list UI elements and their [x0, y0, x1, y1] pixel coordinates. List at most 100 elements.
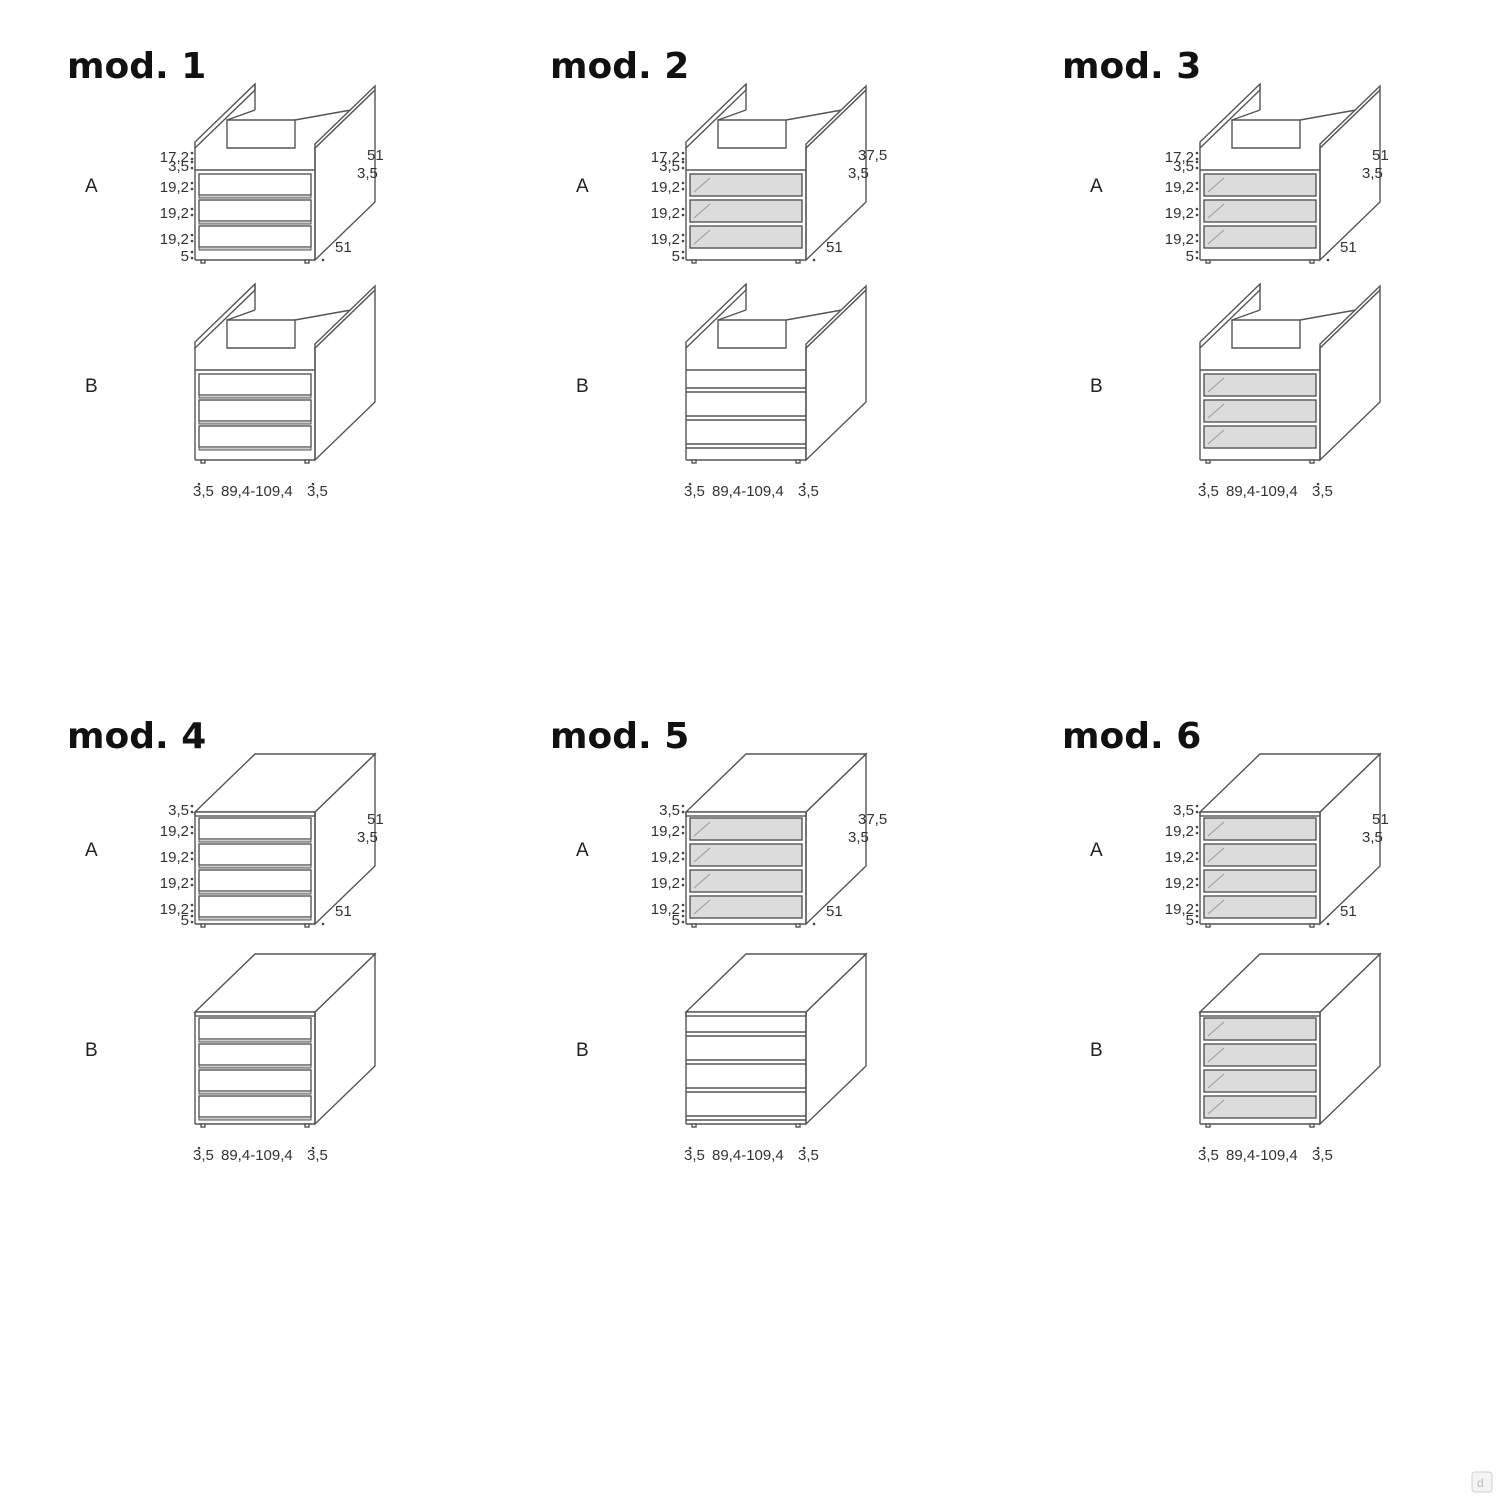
drawer-handle	[198, 1038, 312, 1043]
glass-reflection	[1207, 873, 1225, 889]
drawer-handle	[198, 220, 312, 225]
dim-tick	[1195, 213, 1199, 217]
dim-label-height: 5	[181, 248, 189, 265]
dim-tick	[681, 914, 685, 918]
dim-tick	[1195, 825, 1199, 829]
drawer-front	[198, 895, 312, 918]
glass-drawer	[689, 869, 803, 893]
glass-drawer	[1203, 1043, 1317, 1067]
dim-tick	[1195, 903, 1199, 907]
dim-label-thickness: 3,5	[1362, 165, 1383, 182]
dim-tick	[311, 1146, 315, 1150]
row-label-b: B	[1090, 376, 1103, 397]
dim-tick	[681, 250, 685, 254]
drawer-front	[198, 843, 312, 866]
dim-tick	[190, 877, 194, 881]
dim-label-depth: 37,5	[858, 147, 887, 164]
drawer-handle	[198, 246, 312, 251]
dim-label-thickness: 3,5	[848, 165, 869, 182]
dim-label-height: 19,2	[651, 823, 680, 840]
foot	[200, 1123, 206, 1128]
dim-label-height: 19,2	[651, 901, 680, 918]
foot	[1309, 259, 1315, 264]
dim-tick	[1195, 166, 1199, 170]
dim-tick	[1195, 157, 1199, 161]
dim-label-height: 17,2	[160, 149, 189, 166]
right-upright-top	[1319, 284, 1381, 350]
model-title: mod. 6	[1062, 716, 1201, 757]
back-panel	[226, 119, 296, 149]
drawer-handle	[198, 1064, 312, 1069]
dim-tick	[681, 157, 685, 161]
glass-drawer	[1203, 373, 1317, 397]
model-title: mod. 1	[67, 46, 206, 87]
glass-drawer	[1203, 425, 1317, 449]
dim-label-height: 3,5	[168, 158, 189, 175]
foot	[691, 923, 697, 928]
dim-tick	[1195, 857, 1199, 861]
drawer-front	[198, 1017, 312, 1040]
dim-label-height: 19,2	[1165, 231, 1194, 248]
drawer-handle	[198, 916, 312, 921]
right-upright-top	[805, 84, 867, 150]
back-edge	[294, 309, 352, 321]
foot	[200, 459, 206, 464]
dim-tick	[190, 151, 194, 155]
glass-reflection	[693, 847, 711, 863]
right-upright-top	[314, 84, 376, 150]
glass-reflection	[1207, 1073, 1225, 1089]
foot	[200, 923, 206, 928]
dim-tick	[681, 151, 685, 155]
foot	[304, 923, 310, 928]
top-edge	[1199, 811, 1321, 817]
dim-label-thickness: 3,5	[1312, 483, 1333, 500]
dim-label-height: 19,2	[160, 179, 189, 196]
dim-label-height: 19,2	[160, 901, 189, 918]
dim-tick	[681, 207, 685, 211]
drawer-handle	[198, 890, 312, 895]
back-panel	[717, 319, 787, 349]
dim-label-width: 89,4-109,4	[712, 483, 784, 500]
foot	[1309, 1123, 1315, 1128]
dim-tick	[802, 482, 806, 486]
dim-label-thickness: 3,5	[1198, 483, 1219, 500]
dim-tick	[1195, 909, 1199, 913]
drawer-front	[198, 399, 312, 422]
glass-reflection	[1207, 403, 1225, 419]
model-title: mod. 5	[550, 716, 689, 757]
glass-reflection	[1207, 847, 1225, 863]
right-upright-top	[1319, 84, 1381, 150]
dim-label-height: 3,5	[1173, 802, 1194, 819]
dim-label-height: 19,2	[160, 823, 189, 840]
dim-tick	[681, 831, 685, 835]
back-panel	[1231, 319, 1301, 349]
dim-label-thickness: 3,5	[357, 165, 378, 182]
foot	[1205, 259, 1211, 264]
back-edge	[1299, 109, 1357, 121]
dim-tick	[1195, 151, 1199, 155]
glass-drawer	[689, 895, 803, 919]
model-2: mod. 2AB17,23,519,219,219,2537,53,5513,5…	[550, 46, 887, 500]
glass-reflection	[1207, 1021, 1225, 1037]
dim-tick	[681, 883, 685, 887]
back-edge	[294, 109, 352, 121]
top-edge	[685, 811, 807, 817]
dim-tick	[688, 1146, 692, 1150]
drawer-front	[198, 1095, 312, 1118]
dim-tick	[681, 187, 685, 191]
dim-label-height: 3,5	[1173, 158, 1194, 175]
glass-drawer	[689, 843, 803, 867]
drawer-front	[198, 199, 312, 222]
dim-tick	[321, 258, 325, 262]
dim-tick	[681, 920, 685, 924]
dim-tick	[1202, 482, 1206, 486]
dim-label-height: 5	[1186, 912, 1194, 929]
dim-tick	[802, 1146, 806, 1150]
drawer-handle	[198, 446, 312, 451]
dim-tick	[1326, 258, 1330, 262]
dim-label-height: 3,5	[659, 158, 680, 175]
